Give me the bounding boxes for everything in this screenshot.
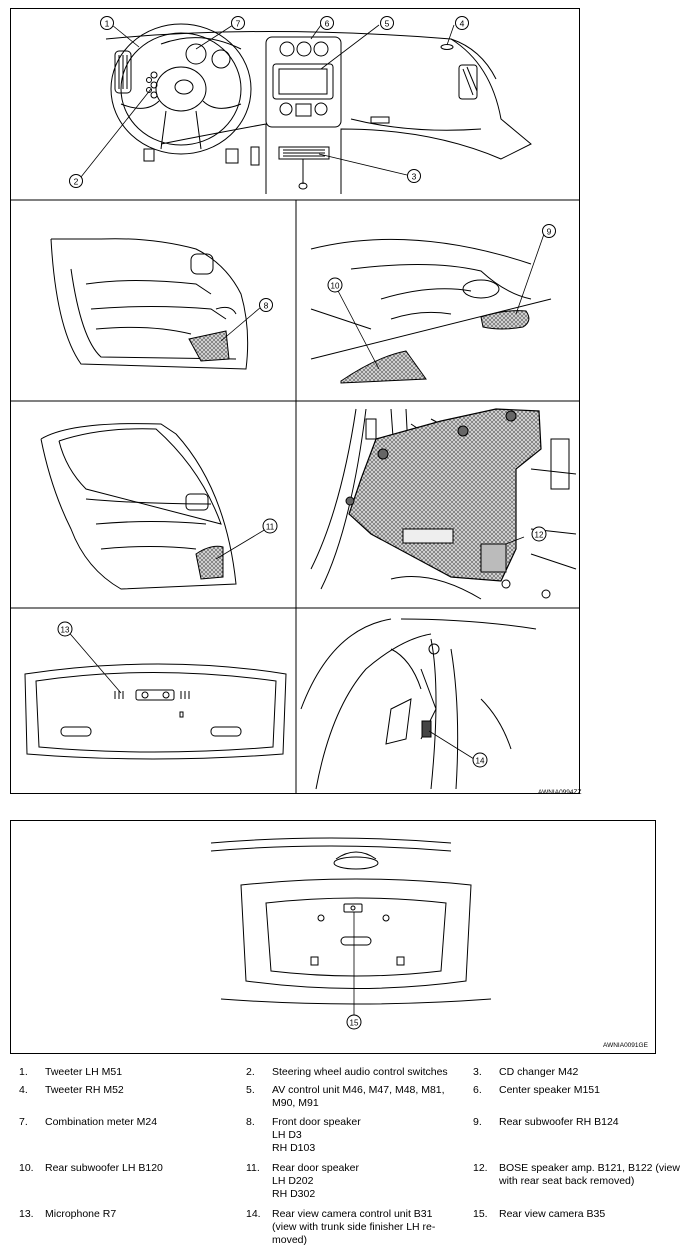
callout-8-label: 8 (264, 301, 269, 311)
callout-15: 15 (346, 1014, 362, 1030)
legend-text: Rear subwoofer LH B120 (45, 1162, 163, 1174)
legend-num: 2. (246, 1066, 255, 1078)
legend-num: 11. (246, 1162, 260, 1174)
legend-text: Tweeter RH M52 (45, 1084, 124, 1096)
callout-13-label: 13 (61, 626, 70, 635)
legend-text: AV control unit M46, M47, M48, M81, M90,… (272, 1084, 445, 1109)
top-figure-svg: 1 2 3 4 5 6 7 8 (11, 16, 579, 793)
legend-text: Rear view camera B35 (499, 1208, 606, 1220)
front-door-speaker-shape (188, 330, 230, 362)
legend-num: 9. (473, 1116, 482, 1128)
rear-subwoofer-rh-shape (480, 310, 530, 330)
callout-14: 14 (472, 752, 488, 768)
trunk-lid-illustration (210, 837, 492, 1005)
callout-7: 7 (231, 16, 245, 30)
legend-num: 14. (246, 1208, 261, 1220)
callout-4-label: 4 (460, 19, 465, 29)
bose-amp-details (345, 410, 517, 573)
callout-12: 12 (531, 526, 547, 542)
callout-10-label: 10 (331, 282, 340, 291)
top-figure-code: AWNIA0994ZZ (538, 789, 582, 796)
callout-5: 5 (380, 16, 394, 30)
legend-text: BOSE speaker amp. B121, B122 (view with … (499, 1162, 680, 1187)
legend-num: 6. (473, 1084, 482, 1096)
legend-num: 4. (19, 1084, 28, 1096)
overhead-console-illustration (24, 663, 287, 760)
dashboard-illustration (105, 23, 532, 194)
callout-11-label: 11 (266, 523, 275, 532)
callout-leaders (65, 24, 545, 760)
rear-door-speaker-shape (195, 545, 224, 580)
callout-3-label: 3 (412, 172, 417, 182)
legend-text: Rear subwoofer RH B124 (499, 1116, 619, 1128)
legend-num: 7. (19, 1116, 28, 1128)
legend-text: Combination meter M24 (45, 1116, 158, 1128)
legend-num: 12. (473, 1162, 488, 1174)
callout-6: 6 (320, 16, 334, 30)
legend-num: 8. (246, 1116, 255, 1128)
callout-7-label: 7 (236, 19, 241, 29)
legend-num: 5. (246, 1084, 255, 1096)
callout-3: 3 (407, 169, 421, 183)
legend-text: CD changer M42 (499, 1066, 579, 1078)
callout-9: 9 (542, 224, 556, 238)
rear-camera-control-unit-shape (421, 720, 432, 738)
legend-text: Rear door speaker LH D202 RH D302 (272, 1162, 359, 1200)
callout-8: 8 (259, 298, 273, 312)
callout-14-label: 14 (476, 757, 485, 766)
legend-text: Microphone R7 (45, 1208, 117, 1220)
callout-12-label: 12 (535, 531, 544, 540)
callout-10: 10 (327, 277, 343, 293)
legend-num: 1. (19, 1066, 28, 1078)
legend-num: 3. (473, 1066, 482, 1078)
callout-4: 4 (455, 16, 469, 30)
legend-num: 15. (473, 1208, 488, 1220)
legend-text: Center speaker M151 (499, 1084, 600, 1096)
callout-2-label: 2 (74, 177, 79, 187)
callout-2: 2 (69, 174, 83, 188)
bottom-figure-frame: 15 (10, 820, 656, 1054)
legend-text: Tweeter LH M51 (45, 1066, 123, 1078)
bottom-figure-svg: 15 (210, 837, 492, 1030)
legend-num: 10. (19, 1162, 34, 1174)
callout-1-label: 1 (105, 19, 110, 29)
bottom-figure-code: AWNIA0091GE (603, 1042, 648, 1049)
bose-amp-shape (348, 408, 542, 582)
callout-11: 11 (262, 518, 278, 534)
callout-9-label: 9 (547, 227, 552, 237)
callout-6-label: 6 (325, 19, 330, 29)
rear-shelf-illustration (310, 238, 552, 360)
callout-1: 1 (100, 16, 114, 30)
legend: 1. Tweeter LH M51 2. Steering wheel audi… (0, 1062, 698, 1252)
callout-15-label: 15 (350, 1019, 359, 1028)
trunk-side-illustration (300, 618, 537, 790)
legend-text: Steering wheel audio control switches (272, 1066, 448, 1078)
top-figure-frame: 1 2 3 4 5 6 7 8 (10, 8, 580, 794)
callout-13: 13 (57, 621, 73, 637)
front-door-illustration (50, 238, 249, 370)
legend-text: Front door speaker LH D3 RH D103 (272, 1116, 361, 1154)
legend-num: 13. (19, 1208, 34, 1220)
callout-5-label: 5 (385, 19, 390, 29)
rear-door-illustration (40, 423, 237, 590)
legend-text: Rear view camera control unit B31 (view … (272, 1208, 436, 1246)
rear-subwoofer-lh-shape (340, 350, 427, 384)
